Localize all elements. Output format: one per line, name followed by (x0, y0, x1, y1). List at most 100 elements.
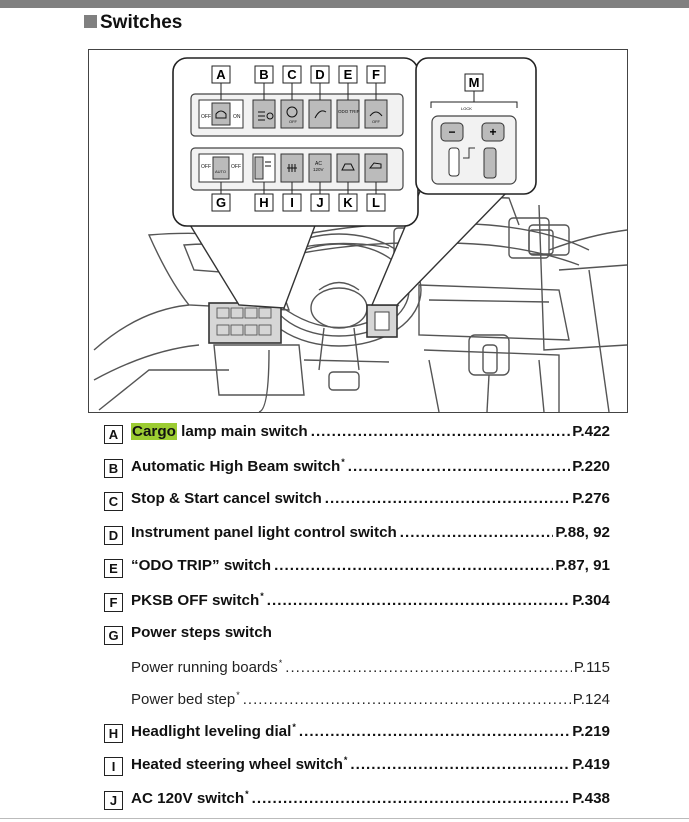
entry-title: Stop & Start cancel switch (131, 490, 322, 507)
entry-title: Power steps switch (131, 624, 272, 641)
svg-text:K: K (343, 195, 353, 210)
callout-e: E (338, 65, 358, 84)
entry-letter-box: G (104, 626, 123, 645)
entry-row: PKSB OFF switch* P.304 (131, 591, 610, 609)
callout-i: I (282, 193, 302, 212)
entry-text: Automatic High Beam switch (131, 457, 341, 475)
switch-c-off-label: OFF (289, 119, 298, 124)
switch-entry: J AC 120V switch* P.438 (104, 787, 610, 821)
entry-text: Instrument panel light control switch (131, 523, 397, 541)
svg-text:A: A (216, 67, 226, 82)
switch-entry: F PKSB OFF switch* P.304 (104, 589, 610, 623)
footnote-mark: * (278, 657, 283, 668)
svg-text:D: D (315, 67, 324, 82)
page-reference-link[interactable]: P.438 (572, 789, 610, 807)
switch-f-off-label: OFF (372, 119, 381, 124)
footnote-mark: * (292, 721, 296, 732)
callout-b: B (254, 65, 274, 84)
leveling-icon (265, 161, 271, 167)
entry-title: “ODO TRIP” switch (131, 557, 271, 574)
entry-row: Automatic High Beam switch* P.220 (131, 457, 610, 475)
svg-text:M: M (469, 75, 480, 90)
entry-text: Power running boards (131, 658, 278, 676)
leader-dots (285, 659, 572, 676)
footnote-mark: * (236, 689, 240, 700)
entry-title: PKSB OFF switch* (131, 591, 264, 609)
page-reference-link[interactable]: P.304 (572, 591, 610, 609)
svg-text:L: L (372, 195, 380, 210)
entry-title: Headlight leveling dial* (131, 722, 296, 740)
entry-text: Power bed step (131, 690, 236, 708)
entry-row: “ODO TRIP” switch P.87, 91 (131, 557, 610, 574)
entry-letter-box: J (104, 790, 123, 810)
callout-a: A (211, 65, 231, 84)
switch-entry: E “ODO TRIP” switch P.87, 91 (104, 555, 610, 589)
footnote-mark: * (245, 788, 249, 799)
switch-a-on-label: ON (233, 114, 241, 120)
high-beam-icon (258, 111, 265, 121)
bottom-rule (0, 818, 689, 819)
leader-dots (252, 790, 571, 807)
instrument-light-icon (314, 110, 327, 119)
switch-j-ac-label: AC (315, 161, 322, 167)
page-reference-link[interactable]: P.220 (572, 457, 610, 475)
page-reference-link[interactable]: P.276 (572, 490, 610, 507)
leader-dots (243, 691, 571, 708)
pksb-icon (369, 111, 383, 117)
entry-letter-box: F (104, 592, 123, 612)
entry-text: “ODO TRIP” switch (131, 557, 272, 574)
switch-entry: Power bed step* P.124 (104, 688, 610, 720)
page-reference-link[interactable]: P.88, 92 (555, 523, 610, 541)
callout-l: L (366, 193, 386, 212)
svg-text:I: I (290, 195, 294, 210)
svg-text:B: B (259, 67, 268, 82)
section-title-text: Switches (100, 12, 183, 33)
entry-row: Power bed step* P.124 (131, 690, 610, 708)
entry-text: AC 120V switch (131, 789, 245, 807)
leader-dots (400, 524, 554, 541)
entry-row: Power steps switch (131, 624, 610, 641)
leader-dots (325, 490, 571, 507)
callout-f: F (366, 65, 386, 84)
footnote-mark: * (343, 755, 348, 765)
entry-title: Heated steering wheel switch* (131, 755, 347, 773)
switch-j-120v-label: 120V (313, 167, 324, 172)
entry-row: Power running boards* P.115 (131, 658, 610, 676)
entry-letter-box: E (104, 559, 123, 578)
page-reference-link[interactable]: P.115 (573, 658, 610, 676)
square-bullet-icon (84, 15, 97, 28)
switch-entry: Power running boards* P.115 (104, 656, 610, 688)
page-reference-link[interactable]: P.219 (572, 722, 610, 740)
dashboard-illustration: OFF ON ODO TRIP OFF OFF OFF OF (93, 57, 627, 412)
entry-text: PKSB OFF switch (131, 591, 260, 609)
page-reference-link[interactable]: P.124 (572, 690, 610, 708)
switch-a-off-label: OFF (201, 114, 211, 120)
entry-text: Power steps switch (131, 624, 272, 641)
entry-text: Heated steering wheel switch (131, 756, 343, 774)
page-reference-link[interactable]: P.422 (572, 423, 610, 440)
callout-d: D (310, 65, 330, 84)
switch-entry: G Power steps switch (104, 622, 610, 656)
heated-wheel-icon (287, 164, 297, 172)
entry-letter-box: C (104, 492, 123, 511)
entry-title: AC 120V switch* (131, 789, 249, 807)
vehicle-icon (341, 163, 355, 171)
top-switch-row (198, 99, 388, 129)
entry-row: AC 120V switch* P.438 (131, 789, 610, 807)
entry-text: Headlight leveling dial (131, 722, 292, 740)
callout-k: K (338, 193, 358, 212)
cargo-lamp-icon (215, 110, 227, 119)
switch-e-label: ODO TRIP (338, 109, 360, 114)
switch-g-auto-label: AUTO (215, 169, 226, 174)
page-reference-link[interactable]: P.87, 91 (555, 557, 610, 574)
camera-icon (368, 162, 382, 169)
page-reference-link[interactable]: P.419 (572, 756, 610, 774)
entry-title: Automatic High Beam switch* (131, 457, 345, 475)
minus-icon: − (448, 125, 455, 139)
entry-letter-box: A (104, 425, 123, 444)
